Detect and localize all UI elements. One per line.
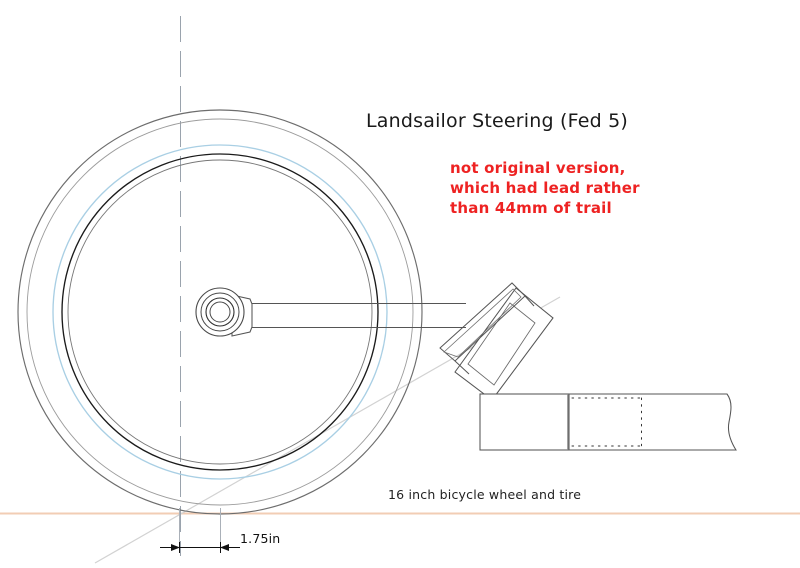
frame-tube-left-box [479, 393, 570, 451]
trail-dimension-label: 1.75in [240, 531, 281, 546]
head-tube-clamp-inner [443, 288, 522, 358]
hub-circle-mid [200, 292, 240, 332]
hub-circle-outer [195, 287, 245, 337]
hub-axle-circle [209, 301, 231, 323]
frame-tube-right-break [568, 393, 737, 451]
revision-note: not original version, which had lead rat… [450, 159, 640, 217]
fork-arm [245, 302, 466, 329]
rim-outer-circle [61, 153, 379, 471]
hub-circle-inner [205, 297, 235, 327]
tire-inner-circle [26, 118, 414, 506]
frame-tube [479, 393, 737, 451]
wheel-caption: 16 inch bicycle wheel and tire [388, 487, 582, 502]
rim-blue-circle [52, 144, 388, 480]
drawing-title: Landsailor Steering (Fed 5) [366, 110, 629, 132]
head-tube-clamp-arm-upper [524, 295, 535, 307]
hub-assembly [195, 287, 253, 337]
trail-dimension [160, 508, 240, 553]
head-tube-body [454, 287, 554, 401]
rim-inner-circle [67, 159, 373, 465]
head-tube-clamp-arm-lower [454, 360, 470, 375]
head-tube-assembly [439, 282, 554, 401]
